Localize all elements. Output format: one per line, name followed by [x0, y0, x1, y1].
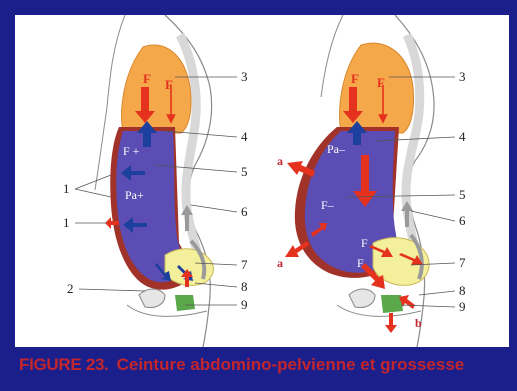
- left-label-pa-plus: Pa+: [125, 188, 144, 202]
- right-figure: F F Pa– F– F F a a b: [277, 15, 466, 347]
- figure-frame: F F F + Pa+: [5, 5, 512, 386]
- right-callout-6: 6: [459, 213, 466, 228]
- right-callout-7: 7: [459, 255, 466, 270]
- figure-title: Ceinture abdomino-pelvienne et grossesse: [117, 355, 465, 374]
- right-label-f-minus: F–: [321, 198, 335, 212]
- left-label-f-plus: F +: [123, 144, 140, 158]
- right-label-a-bottom: a: [277, 256, 283, 270]
- left-callout-1b: 1: [63, 215, 70, 230]
- abdomino-pelvic-diagram: F F F + Pa+: [15, 15, 509, 347]
- left-callout-6: 6: [241, 204, 248, 219]
- left-thorax: [122, 45, 191, 133]
- right-label-f-right: F: [377, 75, 385, 90]
- right-label-f-left: F: [351, 71, 359, 86]
- figure-caption: FIGURE 23. Ceinture abdomino-pelvienne et…: [19, 355, 509, 383]
- left-leg-outline: [127, 305, 207, 316]
- right-label-b: b: [415, 316, 422, 330]
- right-leg-outline: [337, 305, 421, 316]
- left-callout-4: 4: [241, 129, 248, 144]
- left-callout-1a: 1: [63, 181, 70, 196]
- right-label-a-top: a: [277, 154, 283, 168]
- right-callout-9: 9: [459, 299, 466, 314]
- figure-number: FIGURE 23.: [19, 355, 109, 374]
- diagram-panel: F F F + Pa+: [15, 15, 509, 347]
- right-callout-5: 5: [459, 187, 466, 202]
- left-callout-3: 3: [241, 69, 248, 84]
- right-back-outline: [321, 15, 343, 97]
- left-label-f-left: F: [143, 71, 151, 86]
- left-figure: F F F + Pa+: [63, 15, 248, 347]
- left-callout-8: 8: [241, 279, 248, 294]
- left-callout-2: 2: [67, 281, 74, 296]
- right-callout-8: 8: [459, 283, 466, 298]
- right-callout-3: 3: [459, 69, 466, 84]
- right-callout-4: 4: [459, 129, 466, 144]
- right-label-pa-minus: Pa–: [327, 142, 346, 156]
- left-callout-5: 5: [241, 164, 248, 179]
- right-label-f-mid1: F: [361, 236, 368, 250]
- left-perineum: [175, 295, 195, 311]
- right-label-f-mid2: F: [357, 256, 364, 270]
- left-callout-7: 7: [241, 257, 248, 272]
- left-label-f-right: F: [165, 77, 173, 92]
- left-callout-9: 9: [241, 297, 248, 312]
- right-pubis: [349, 289, 375, 308]
- left-pubis: [139, 289, 165, 308]
